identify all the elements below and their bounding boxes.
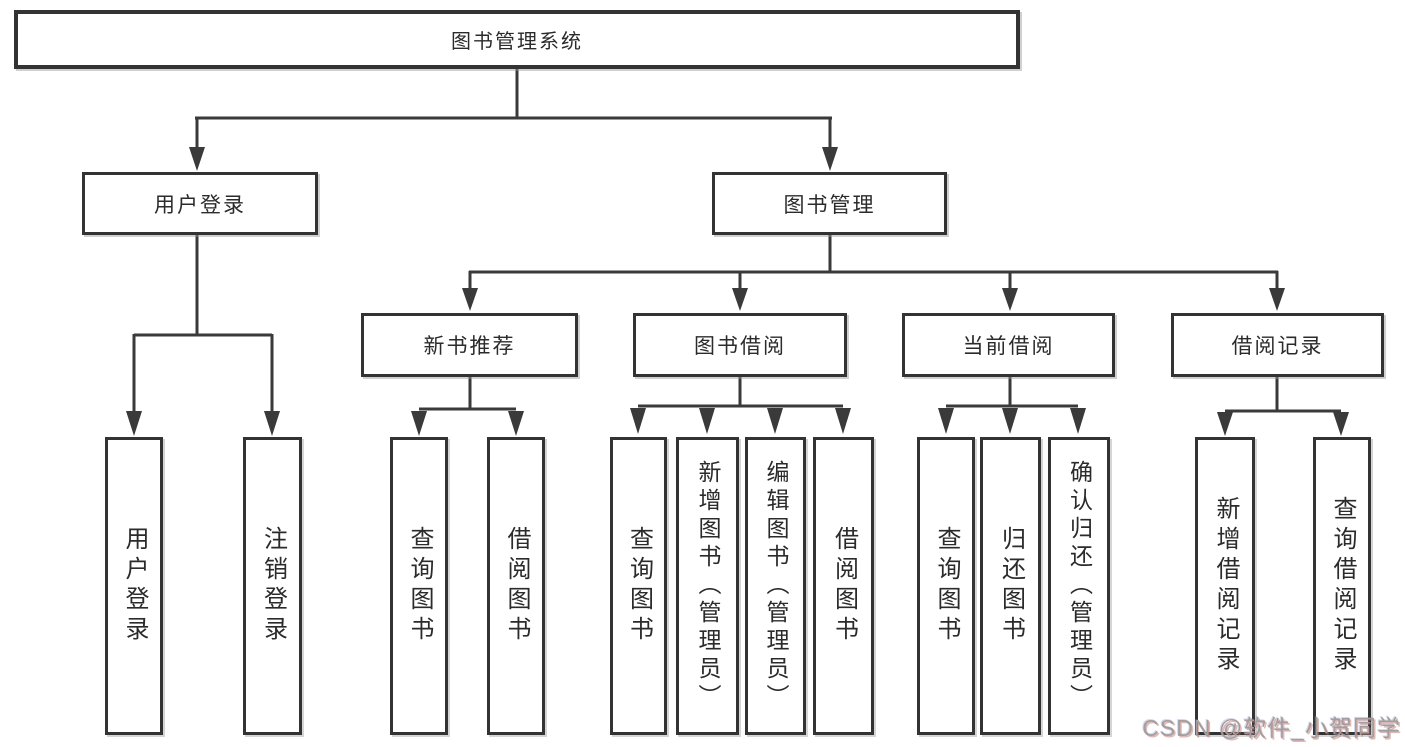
leaf-edit-books-admin: 编辑图书（管理员）: [745, 437, 806, 735]
connector-new-book-children: [411, 377, 524, 436]
node-user-login: 用户登录: [82, 172, 318, 235]
node-book-borrowing: 图书借阅: [633, 313, 847, 377]
connector-user-login-children: [126, 235, 280, 436]
connector-root-to-level2: [189, 69, 838, 171]
connector-borrow-record-children: [1217, 377, 1349, 436]
leaf-user-login: 用户登录: [105, 437, 163, 735]
leaf-borrow-books-2: 借阅图书: [813, 437, 874, 735]
node-book-management: 图书管理: [712, 172, 947, 235]
leaf-return-books: 归还图书: [980, 437, 1041, 735]
leaf-borrow-books: 借阅图书: [487, 437, 545, 735]
connector-current-borrow-children: [938, 377, 1086, 434]
leaf-logout: 注销登录: [243, 437, 302, 735]
leaf-query-borrow-record: 查询借阅记录: [1313, 437, 1371, 735]
connector-book-borrow-children: [630, 377, 851, 434]
leaf-query-books-3: 查询图书: [917, 437, 975, 735]
node-new-book-recommend: 新书推荐: [361, 313, 578, 377]
leaf-add-borrow-record: 新增借阅记录: [1195, 437, 1255, 735]
leaf-query-books-2: 查询图书: [610, 437, 667, 735]
node-current-borrowing: 当前借阅: [902, 313, 1115, 377]
leaf-confirm-return-admin: 确认归还（管理员）: [1048, 437, 1110, 735]
leaf-query-books: 查询图书: [390, 437, 448, 735]
node-borrow-records: 借阅记录: [1171, 313, 1384, 377]
connector-book-management-children: [462, 235, 1285, 311]
node-library-system: 图书管理系统: [14, 10, 1020, 69]
leaf-add-books-admin: 新增图书（管理员）: [676, 437, 739, 735]
